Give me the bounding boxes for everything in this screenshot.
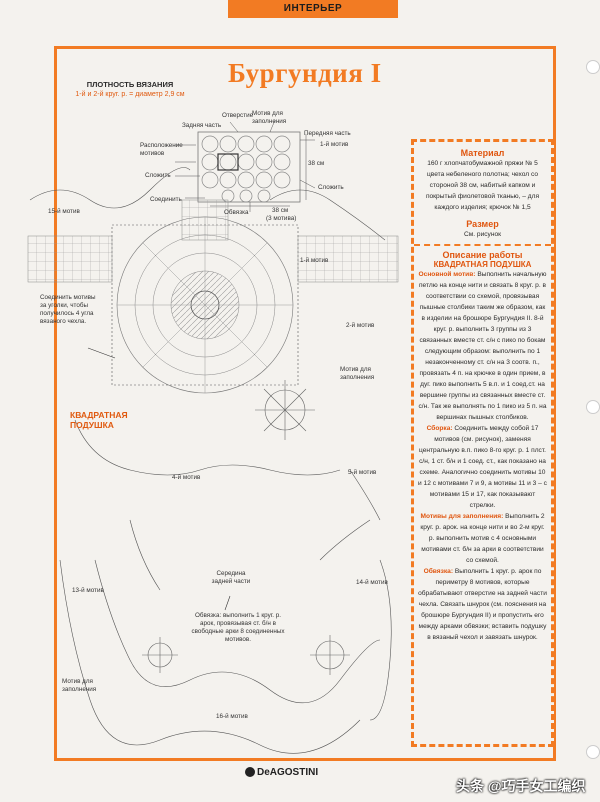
label-back: Задняя часть — [182, 122, 222, 129]
edging-text: Выполнить 1 круг. р. арок по периметру 8… — [418, 568, 547, 641]
page-title: Бургундия I — [228, 58, 382, 88]
material-text: 160 г хлопчатобумажной пряжи № 5 цвета н… — [425, 160, 540, 211]
label-filler-1: Мотив для заполнения — [340, 366, 375, 381]
desc-subheading: КВАДРАТНАЯ ПОДУШКА — [433, 260, 532, 269]
divider — [414, 244, 551, 246]
assembly-text: Соединить между собой 17 мотивов (см. ри… — [418, 425, 547, 509]
paragraph-edging: Обвязка: Выполнить 1 круг. р. арок по пе… — [414, 566, 551, 643]
filler-star — [142, 637, 178, 673]
label-fold-2: Сложить — [318, 184, 344, 191]
label-filler-2: Мотив для заполнения — [62, 678, 97, 693]
label-front: Передняя часть — [304, 130, 351, 137]
label-back-center: Середина задней части — [211, 570, 251, 585]
label-motif-15: 15-й мотив — [48, 208, 80, 215]
label-cushion: КВАДРАТНАЯ ПОДУШКА — [70, 410, 128, 430]
desc-heading: Описание работы — [442, 250, 523, 260]
label-fold: Сложить — [145, 172, 171, 179]
paragraph-filler: Мотивы для заполнения: Выполнить 2 круг.… — [414, 511, 551, 566]
label-width: 38 см — [272, 207, 289, 214]
label-motif-13: 13-й мотив — [72, 587, 104, 594]
filler-star — [255, 380, 315, 440]
label-motif-14: 14-й мотив — [356, 579, 388, 586]
filler-text: Выполнить 2 круг. р. арок. на конце нити… — [420, 513, 545, 564]
label-motif-16: 16-й мотив — [216, 713, 248, 720]
filler-star — [310, 635, 350, 675]
label-edging: Обвязка — [224, 209, 249, 216]
main-motif-title: Основной мотив: — [418, 271, 476, 278]
edging-title: Обвязка: — [423, 568, 454, 575]
label-height: 38 см — [308, 160, 325, 167]
label-motif-1: 1-й мотив — [300, 257, 329, 264]
label-motif-2: 2-й мотив — [346, 322, 375, 329]
label-hole: Отверстие — [222, 112, 254, 119]
paragraph-main-motif: Основной мотив: Выполнить начальную петл… — [414, 269, 551, 423]
label-motif-5: 5-й мотив — [348, 469, 377, 476]
left-band — [27, 235, 113, 283]
info-panel: Материал 160 г хлопчатобумажной пряжи № … — [411, 139, 554, 747]
orange-frame — [54, 46, 556, 761]
publisher-logo: DeAGOSTINI — [245, 767, 318, 778]
layout-schema — [175, 119, 316, 212]
logo-text: DeAGOSTINI — [257, 767, 319, 778]
label-motifs: (3 мотива) — [266, 215, 297, 222]
size-heading: Размер — [466, 219, 499, 229]
main-motif — [111, 216, 299, 394]
gauge-box: ПЛОТНОСТЬ ВЯЗАНИЯ 1-й и 2-й круг. р. = д… — [56, 80, 204, 100]
gauge-title: ПЛОТНОСТЬ ВЯЗАНИЯ — [86, 80, 174, 89]
material-heading: Материал — [460, 148, 505, 158]
logo-dot-icon — [245, 767, 255, 778]
gauge-value: 1-й и 2-й круг. р. = диаметр 2,9 см — [75, 91, 185, 98]
assembly-title: Сборка: — [426, 425, 453, 432]
paragraph-assembly: Сборка: Соединить между собой 17 мотивов… — [414, 423, 551, 511]
main-motif-text: Выполнить начальную петлю на конце нити … — [418, 271, 547, 421]
section-tab: ИНТЕРЬЕР — [228, 0, 398, 18]
label-layout: Расположение мотивов — [140, 142, 183, 157]
watermark: 头条 @巧手女工编织 — [456, 778, 586, 794]
label-filler: Мотив для заполнения — [252, 110, 287, 125]
label-edging-note: Обвязка: выполнить 1 круг. р. арок, пров… — [191, 612, 285, 643]
label-join-note: Соединить мотивы за уголки, чтобы получи… — [40, 294, 96, 325]
size-text: См. рисунок — [463, 231, 502, 238]
filler-title: Мотивы для заполнения: — [420, 513, 504, 520]
right-band — [297, 235, 399, 283]
label-one-motif: 1-й мотив — [320, 141, 349, 148]
top-band — [181, 199, 229, 241]
label-motif-4: 4-й мотив — [172, 474, 201, 481]
label-join: Соединить — [150, 196, 182, 203]
